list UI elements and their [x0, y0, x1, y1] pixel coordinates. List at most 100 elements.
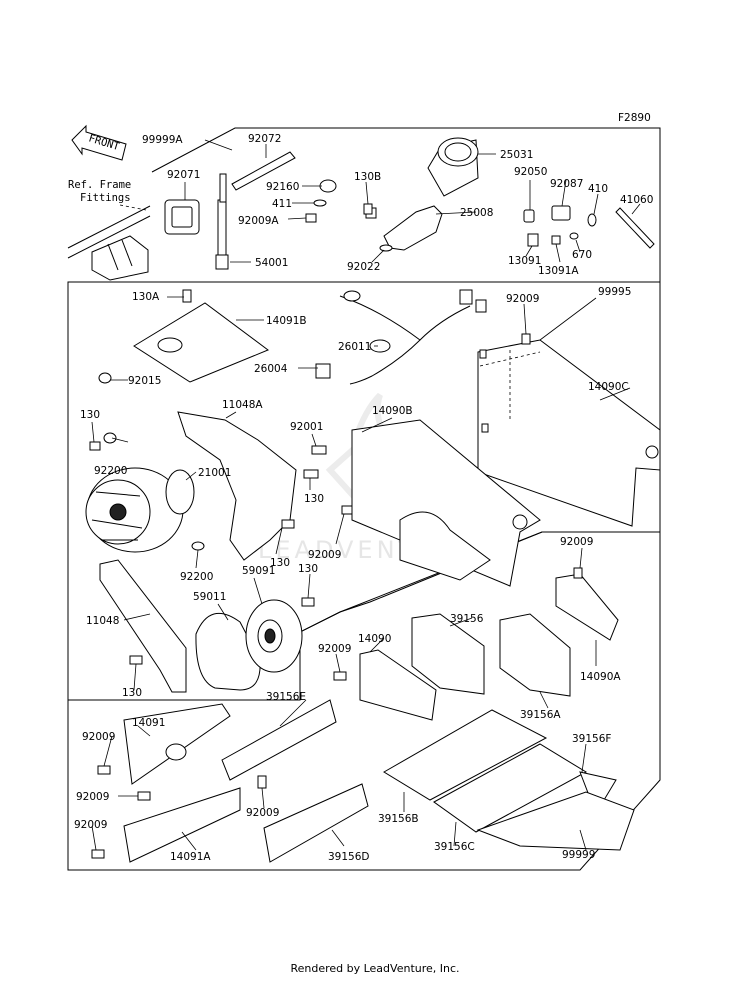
label-39156e: 39156E — [266, 691, 306, 703]
bracket-11048a — [177, 411, 297, 561]
label-14090c: 14090C — [588, 381, 629, 393]
shield-14090b — [351, 419, 541, 587]
plate-hole — [157, 337, 183, 353]
pad-39156c — [433, 743, 588, 833]
label-411: 411 — [272, 198, 292, 210]
label-92200-bottom: 92200 — [180, 571, 213, 583]
label-59011: 59011 — [193, 591, 226, 603]
pad-39156e — [221, 699, 337, 781]
label-92071: 92071 — [167, 169, 200, 181]
speed-sensor-parts — [523, 205, 655, 249]
plate-14091a — [123, 787, 241, 863]
label-13091: 13091 — [508, 255, 541, 267]
label-92009a: 92009A — [238, 215, 279, 227]
label-14091: 14091 — [132, 717, 165, 729]
meter-bracket-fasteners — [305, 179, 377, 223]
label-14091b: 14091B — [266, 315, 307, 327]
label-92009-right: 92009 — [560, 536, 593, 548]
pad-39156 — [411, 613, 485, 695]
label-92009-cover3: 92009 — [246, 807, 279, 819]
label-130-adjuster: 130 — [122, 687, 142, 699]
meter-bracket — [383, 205, 443, 251]
pad-39156b — [383, 709, 548, 801]
bolt-130b — [363, 203, 373, 215]
fasteners-alternator — [89, 333, 531, 665]
label-92200-top: 92200 — [94, 465, 127, 477]
label-130a: 130A — [132, 291, 160, 303]
label-99995: 99995 — [598, 286, 631, 298]
label-92009-cover2: 92009 — [76, 791, 109, 803]
figure-code: F2890 — [618, 112, 651, 124]
label-130-pulley: 130 — [298, 563, 318, 575]
cover-99999 — [476, 791, 635, 851]
drive-belt — [195, 613, 261, 691]
label-92009-cover1: 92009 — [82, 731, 115, 743]
speedometer-cable — [215, 173, 229, 270]
alternator — [85, 467, 195, 553]
label-59091: 59091 — [242, 565, 275, 577]
label-130-left: 130 — [80, 409, 100, 421]
label-130-low: 130 — [270, 557, 290, 569]
label-14091a: 14091A — [170, 851, 211, 863]
label-92072: 92072 — [248, 133, 281, 145]
speedometer-gauge — [427, 137, 479, 197]
label-25008: 25008 — [460, 207, 493, 219]
shield-14090c — [477, 339, 661, 527]
leader-lines — [91, 139, 641, 851]
washer-92022 — [379, 244, 393, 252]
label-41060: 41060 — [620, 194, 653, 206]
front-arrow-icon: FRONT — [71, 124, 127, 161]
label-92050: 92050 — [514, 166, 547, 178]
label-130b: 130B — [354, 171, 381, 183]
label-14090: 14090 — [358, 633, 391, 645]
label-130-mid: 130 — [304, 493, 324, 505]
pad-39156a — [499, 613, 571, 697]
label-99999a: 99999A — [142, 134, 183, 146]
label-39156f: 39156F — [572, 733, 611, 745]
label-14090b: 14090B — [372, 405, 413, 417]
plate-14090 — [359, 649, 437, 721]
bolt-130a — [182, 289, 192, 303]
part-labels: 99999A 92072 92071 92160 411 92009A 5400… — [74, 133, 653, 863]
grommet — [164, 199, 200, 235]
label-92009-plate: 92009 — [318, 643, 351, 655]
label-11048a: 11048A — [222, 399, 263, 411]
label-26011: 26011 — [338, 341, 371, 353]
label-39156d: 39156D — [328, 851, 370, 863]
frame-cover-section — [67, 531, 661, 871]
cable-tie — [231, 151, 296, 191]
cover-plate-14091b — [133, 302, 270, 383]
label-54001: 54001 — [255, 257, 288, 269]
label-39156b: 39156B — [378, 813, 419, 825]
label-410: 410 — [588, 183, 608, 195]
frame-fitting-illustration — [67, 204, 151, 281]
label-13091a: 13091A — [538, 265, 579, 277]
label-21001: 21001 — [198, 467, 231, 479]
label-14090a: 14090A — [580, 671, 621, 683]
label-11048: 11048 — [86, 615, 119, 627]
pulley — [245, 599, 303, 673]
label-92022: 92022 — [347, 261, 380, 273]
label-92087: 92087 — [550, 178, 583, 190]
label-92015: 92015 — [128, 375, 161, 387]
label-39156a: 39156A — [520, 709, 561, 721]
footer-credit: Rendered by LeadVenture, Inc. — [290, 962, 460, 975]
label-25031: 25031 — [500, 149, 533, 161]
label-92160: 92160 — [266, 181, 299, 193]
label-92009-top: 92009 — [506, 293, 539, 305]
wire-harness — [315, 289, 487, 385]
pad-39156d — [263, 783, 369, 863]
plate-14090a — [555, 573, 619, 641]
label-39156: 39156 — [450, 613, 484, 625]
label-26004: 26004 — [254, 363, 288, 375]
label-670: 670 — [572, 249, 592, 261]
label-39156c: 39156C — [434, 841, 475, 853]
label-92001: 92001 — [290, 421, 323, 433]
adjuster-11048 — [99, 559, 187, 693]
label-99999: 99999 — [562, 849, 595, 861]
ref-frame-line2: Fittings — [80, 192, 131, 204]
ref-frame-line1: Ref. Frame — [68, 179, 131, 191]
label-92009-mid: 92009 — [308, 549, 341, 561]
label-92009-cover4: 92009 — [74, 819, 107, 831]
